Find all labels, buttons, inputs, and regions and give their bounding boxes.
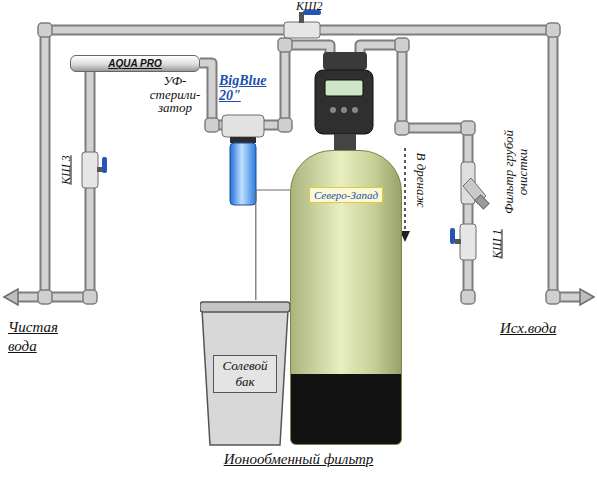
part-label: BigBlue 20" [219,74,281,103]
salt-tank: Солевой бак [200,300,290,447]
node-text: Северо-Запад [309,187,383,203]
valve-label: КШ2 [296,0,322,14]
drain-label: В дренаж [413,152,429,207]
ball-valve-ksh2 [284,10,321,38]
part-label: УФ-стерили-затор [149,74,201,115]
inlet-label: Исх.вода [500,320,556,337]
caption: Ионообменный фильтр [0,451,597,468]
valve-label: КШ 3 [59,155,74,184]
part-label: Фильтр грубой очистки [502,123,531,221]
uv-sterilizer: AQUA PRO [70,55,200,72]
bigblue-filter [222,115,264,205]
ball-valve-ksh3 [82,152,107,188]
ball-valve-ksh1 [450,224,476,260]
ion-exchange-tank: Северо-Запад [290,150,402,445]
node-text: AQUA PRO [108,58,162,69]
valve-label: КШ 1 [490,229,505,258]
brine-line [256,190,290,300]
coarse-filter [461,162,489,209]
control-valve-head [315,52,373,150]
node-text: Солевой бак [213,355,277,393]
outlet-label: Чистая вода [8,318,60,356]
